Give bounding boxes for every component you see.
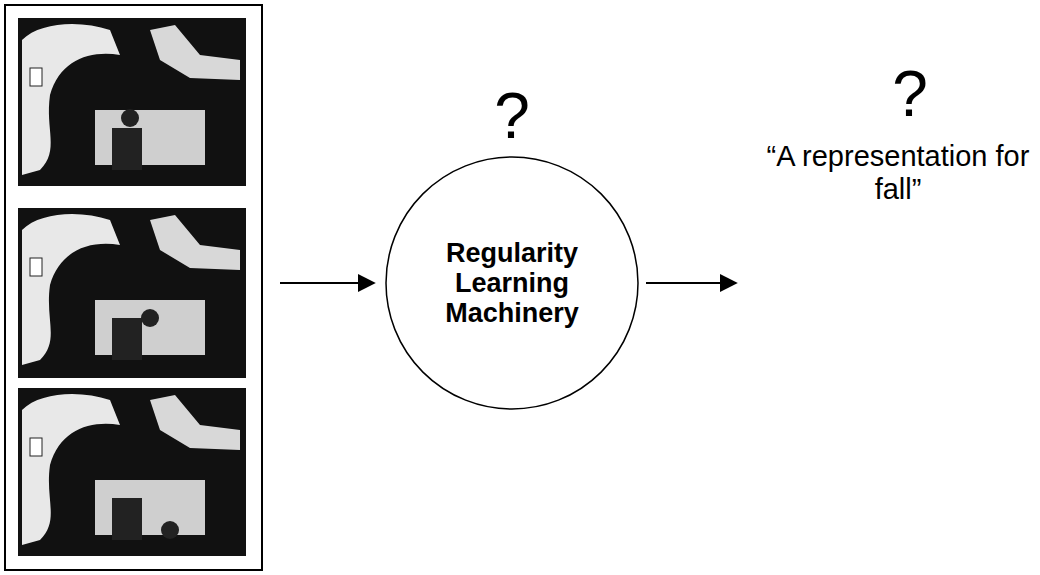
question-mark: ? (472, 84, 552, 148)
node-label: Regularity Learning Machinery (427, 238, 597, 329)
input-arrow (280, 282, 374, 284)
frame-scene (150, 215, 240, 270)
frame-ground (18, 388, 246, 556)
learning-circle: ?Regularity Learning Machinery (385, 156, 639, 410)
video-frame (18, 208, 246, 378)
frame-ball (141, 309, 159, 327)
frame-object (30, 68, 42, 86)
frame-table (95, 300, 205, 355)
frame-object (30, 438, 42, 456)
frame-box (112, 128, 142, 170)
frame-table (95, 110, 205, 165)
video-frame (18, 388, 246, 556)
output-label: “A representation for fall” (762, 140, 1034, 207)
frame-box (112, 318, 142, 360)
frame-ball (121, 109, 139, 127)
frame-box (112, 498, 142, 540)
frame-scene (150, 395, 240, 450)
frame-scene (150, 25, 240, 80)
video-frame (18, 18, 246, 186)
circle-shape (386, 157, 638, 409)
frame-ground (18, 18, 246, 186)
film-strip-border (5, 5, 262, 570)
frame-object (30, 258, 42, 276)
output-arrow (646, 282, 736, 284)
frame-table (95, 480, 205, 535)
frame-ground (18, 208, 246, 378)
question-mark: ? (870, 62, 950, 126)
frame-ball (161, 521, 179, 539)
